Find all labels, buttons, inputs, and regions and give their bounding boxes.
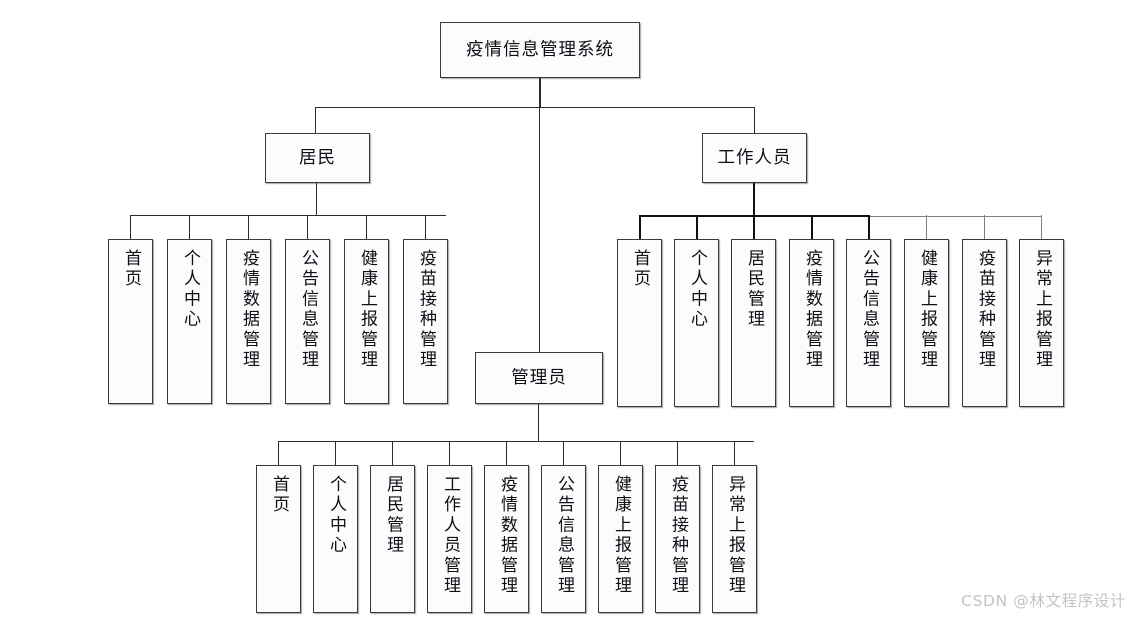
node-label: 个人中心 bbox=[687, 249, 708, 330]
node-label: 疫情数据管理 bbox=[497, 475, 518, 597]
node-staff-leaf-5[interactable]: 健康上报管理 bbox=[904, 239, 949, 407]
node-staff-leaf-1[interactable]: 个人中心 bbox=[674, 239, 719, 407]
node-admin-leaf-6[interactable]: 健康上报管理 bbox=[598, 465, 643, 613]
connector-resident-stem bbox=[316, 183, 318, 216]
connector-admin-leaf-4 bbox=[506, 441, 508, 465]
connector-resident-bus bbox=[130, 215, 446, 217]
node-staff-leaf-2[interactable]: 居民管理 bbox=[731, 239, 776, 407]
connector-resident-leaf-1 bbox=[189, 215, 191, 239]
connector-staff-leaf-1 bbox=[696, 215, 699, 239]
node-staff-leaf-4[interactable]: 公告信息管理 bbox=[846, 239, 891, 407]
watermark-text: CSDN @林文程序设计 bbox=[961, 592, 1126, 610]
connector-staff-bus-right bbox=[868, 215, 1042, 217]
node-resident-leaf-5[interactable]: 疫苗接种管理 bbox=[403, 239, 448, 404]
node-label: 疫苗接种管理 bbox=[975, 249, 996, 371]
node-staff[interactable]: 工作人员 bbox=[702, 133, 807, 183]
node-root[interactable]: 疫情信息管理系统 bbox=[440, 22, 640, 78]
node-admin[interactable]: 管理员 bbox=[475, 352, 603, 404]
node-root-label: 疫情信息管理系统 bbox=[466, 39, 614, 60]
node-label: 疫苗接种管理 bbox=[416, 249, 437, 371]
node-admin-leaf-5[interactable]: 公告信息管理 bbox=[541, 465, 586, 613]
node-label: 健康上报管理 bbox=[357, 249, 378, 371]
connector-resident-leaf-4 bbox=[366, 215, 368, 239]
connector-staff-stem bbox=[753, 183, 756, 216]
connector-admin-leaf-2 bbox=[392, 441, 394, 465]
connector-admin-leaf-1 bbox=[335, 441, 337, 465]
connector-admin-leaf-6 bbox=[620, 441, 622, 465]
connector-staff-leaf-0 bbox=[639, 215, 642, 239]
node-label: 公告信息管理 bbox=[554, 475, 575, 597]
node-label: 健康上报管理 bbox=[917, 249, 938, 371]
node-label: 疫苗接种管理 bbox=[668, 475, 689, 597]
node-admin-leaf-2[interactable]: 居民管理 bbox=[370, 465, 415, 613]
connector-staff-leaf-2 bbox=[753, 215, 756, 239]
node-label: 首页 bbox=[269, 475, 290, 516]
node-admin-label: 管理员 bbox=[511, 367, 567, 388]
connector-staff-leaf-6 bbox=[984, 215, 986, 239]
node-label: 居民管理 bbox=[383, 475, 404, 556]
connector-admin-leaf-5 bbox=[563, 441, 565, 465]
node-resident-label: 居民 bbox=[299, 147, 336, 168]
node-resident-leaf-0[interactable]: 首页 bbox=[108, 239, 153, 404]
node-label: 异常上报管理 bbox=[1032, 249, 1053, 371]
connector-staff-leaf-7 bbox=[1041, 215, 1043, 239]
connector-admin-leaf-3 bbox=[449, 441, 451, 465]
connector-resident-leaf-5 bbox=[425, 215, 427, 239]
connector-staff-leaf-4 bbox=[868, 215, 871, 239]
node-label: 工作人员管理 bbox=[440, 475, 461, 597]
node-admin-leaf-0[interactable]: 首页 bbox=[256, 465, 301, 613]
node-admin-leaf-4[interactable]: 疫情数据管理 bbox=[484, 465, 529, 613]
node-staff-leaf-3[interactable]: 疫情数据管理 bbox=[789, 239, 834, 407]
node-label: 健康上报管理 bbox=[611, 475, 632, 597]
node-staff-leaf-7[interactable]: 异常上报管理 bbox=[1019, 239, 1064, 407]
node-label: 居民管理 bbox=[744, 249, 765, 330]
node-label: 个人中心 bbox=[180, 249, 201, 330]
node-resident-leaf-3[interactable]: 公告信息管理 bbox=[285, 239, 330, 404]
node-resident-leaf-4[interactable]: 健康上报管理 bbox=[344, 239, 389, 404]
connector-resident-leaf-3 bbox=[307, 215, 309, 239]
node-admin-leaf-7[interactable]: 疫苗接种管理 bbox=[655, 465, 700, 613]
connector-admin-leaf-0 bbox=[278, 441, 280, 465]
connector-level1-bus bbox=[315, 107, 755, 109]
node-resident-leaf-2[interactable]: 疫情数据管理 bbox=[226, 239, 271, 404]
connector-staff-leaf-3 bbox=[811, 215, 814, 239]
node-label: 首页 bbox=[630, 249, 651, 290]
node-staff-leaf-0[interactable]: 首页 bbox=[617, 239, 662, 407]
node-label: 公告信息管理 bbox=[859, 249, 880, 371]
connector-admin-leaf-7 bbox=[677, 441, 679, 465]
node-admin-leaf-8[interactable]: 异常上报管理 bbox=[712, 465, 757, 613]
node-admin-leaf-1[interactable]: 个人中心 bbox=[313, 465, 358, 613]
node-label: 首页 bbox=[121, 249, 142, 290]
connector-to-admin bbox=[539, 107, 541, 352]
connector-admin-stem bbox=[538, 404, 540, 442]
node-label: 疫情数据管理 bbox=[239, 249, 260, 371]
connector-resident-leaf-2 bbox=[248, 215, 250, 239]
node-resident-leaf-1[interactable]: 个人中心 bbox=[167, 239, 212, 404]
node-label: 公告信息管理 bbox=[298, 249, 319, 371]
node-label: 疫情数据管理 bbox=[802, 249, 823, 371]
node-staff-leaf-6[interactable]: 疫苗接种管理 bbox=[962, 239, 1007, 407]
connector-admin-bus bbox=[278, 441, 754, 443]
node-label: 个人中心 bbox=[326, 475, 347, 556]
node-staff-label: 工作人员 bbox=[717, 147, 792, 168]
connector-staff-leaf-5 bbox=[926, 215, 928, 239]
connector-to-staff bbox=[754, 107, 756, 133]
connector-resident-leaf-0 bbox=[130, 215, 132, 239]
connector-root-stem bbox=[539, 78, 541, 108]
node-label: 异常上报管理 bbox=[725, 475, 746, 597]
node-resident[interactable]: 居民 bbox=[265, 133, 370, 183]
node-admin-leaf-3[interactable]: 工作人员管理 bbox=[427, 465, 472, 613]
connector-admin-leaf-8 bbox=[734, 441, 736, 465]
connector-to-resident bbox=[315, 107, 317, 133]
